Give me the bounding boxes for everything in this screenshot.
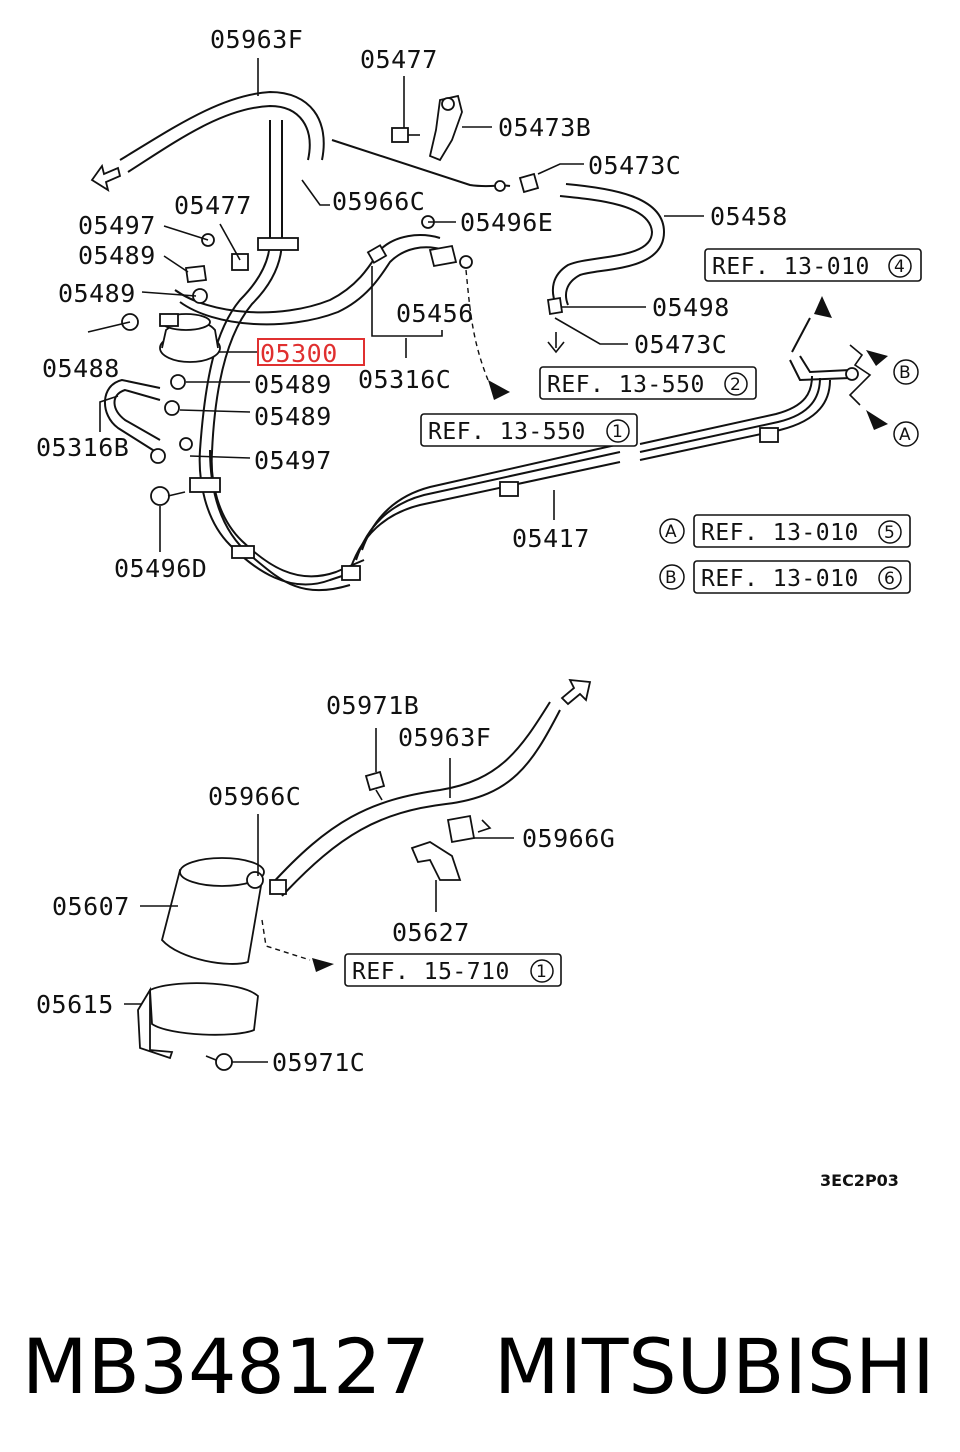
label-05473C-top[interactable]: 05473C (588, 151, 681, 180)
label-05473B[interactable]: 05473B (498, 113, 591, 142)
label-05488[interactable]: 05488 (42, 354, 120, 383)
label-05489-a[interactable]: 05489 (78, 241, 156, 270)
label-05458[interactable]: 05458 (710, 202, 788, 231)
down-arrow-icon (547, 332, 565, 354)
svg-text:2: 2 (730, 375, 741, 395)
svg-text:1: 1 (536, 962, 547, 982)
label-05489-c[interactable]: 05489 (254, 370, 332, 399)
label-05966C-bottom[interactable]: 05966C (208, 782, 301, 811)
label-05417[interactable]: 05417 (512, 524, 590, 553)
label-05497-lower[interactable]: 05497 (254, 446, 332, 475)
svg-text:A: A (899, 425, 911, 445)
label-05966G[interactable]: 05966G (522, 824, 615, 853)
label-05496D[interactable]: 05496D (114, 554, 207, 583)
marker-b: B (893, 359, 919, 385)
bottom-part-labels: 05971B 05963F 05966C 05966G 05607 05627 … (36, 691, 615, 1077)
svg-text:1: 1 (612, 422, 623, 442)
label-05963F-bottom[interactable]: 05963F (398, 723, 491, 752)
label-05477-left[interactable]: 05477 (174, 191, 252, 220)
label-05316C[interactable]: 05316C (358, 365, 451, 394)
label-05971B[interactable]: 05971B (326, 691, 419, 720)
svg-text:REF. 13-010: REF. 13-010 (701, 520, 859, 546)
svg-text:REF. 13-550: REF. 13-550 (547, 372, 705, 398)
label-05966C[interactable]: 05966C (332, 187, 425, 216)
reference-boxes: REF. 13-010 4 REF. 13-550 2 REF. 13-550 … (344, 248, 922, 987)
drawing-code: 3EC2P03 (820, 1171, 899, 1190)
label-05300-highlighted[interactable]: 05300 (260, 339, 338, 368)
arrow-to-a-icon (866, 410, 888, 430)
arrow-to-b-icon (866, 350, 888, 366)
ref-13-010-6-b[interactable]: B REF. 13-010 6 (659, 560, 911, 594)
ref-13-010-4[interactable]: REF. 13-010 4 (704, 248, 922, 282)
svg-text:6: 6 (884, 569, 895, 589)
label-05497-upper[interactable]: 05497 (78, 211, 156, 240)
label-05496E[interactable]: 05496E (460, 208, 553, 237)
svg-text:REF. 13-550: REF. 13-550 (428, 419, 586, 445)
label-05627[interactable]: 05627 (392, 918, 470, 947)
svg-text:5: 5 (884, 523, 895, 543)
bottom-assembly-drawing (124, 678, 592, 1071)
outlet-arrow-bottom-icon (560, 678, 592, 706)
label-05477[interactable]: 05477 (360, 45, 438, 74)
svg-text:REF. 13-010: REF. 13-010 (701, 566, 859, 592)
brand-name: MITSUBISHI (494, 1322, 935, 1411)
marker-a: A (893, 421, 919, 447)
label-05473C-bottom[interactable]: 05473C (634, 330, 727, 359)
svg-text:REF. 13-010: REF. 13-010 (712, 254, 870, 280)
footer: MB348127 MITSUBISHI (22, 1322, 935, 1411)
top-part-labels: 05963F 05477 05473B 05473C 05966C 05458 … (36, 25, 788, 583)
label-05489-b[interactable]: 05489 (58, 279, 136, 308)
label-05963F[interactable]: 05963F (210, 25, 303, 54)
ref-15-710-1[interactable]: REF. 15-710 1 (344, 953, 562, 987)
label-05607[interactable]: 05607 (52, 892, 130, 921)
top-assembly-drawing (87, 58, 888, 592)
ref-13-550-1[interactable]: REF. 13-550 1 (420, 413, 638, 447)
svg-text:REF. 15-710: REF. 15-710 (352, 959, 510, 985)
label-05456[interactable]: 05456 (396, 299, 474, 328)
svg-text:4: 4 (894, 257, 905, 277)
svg-text:A: A (665, 522, 677, 542)
highlight-box-05300 (257, 338, 365, 366)
ref-13-550-2[interactable]: REF. 13-550 2 (539, 366, 757, 400)
outlet-arrow-icon (90, 163, 122, 192)
label-05498[interactable]: 05498 (652, 293, 730, 322)
part-number: MB348127 (22, 1322, 430, 1411)
label-05615[interactable]: 05615 (36, 990, 114, 1019)
label-05489-d[interactable]: 05489 (254, 402, 332, 431)
svg-text:B: B (899, 363, 911, 383)
label-05316B[interactable]: 05316B (36, 433, 129, 462)
label-05971C[interactable]: 05971C (272, 1048, 365, 1077)
ref-13-010-5-a[interactable]: A REF. 13-010 5 (659, 514, 911, 548)
arrow-up-right-icon (814, 296, 832, 318)
svg-text:B: B (665, 568, 677, 588)
